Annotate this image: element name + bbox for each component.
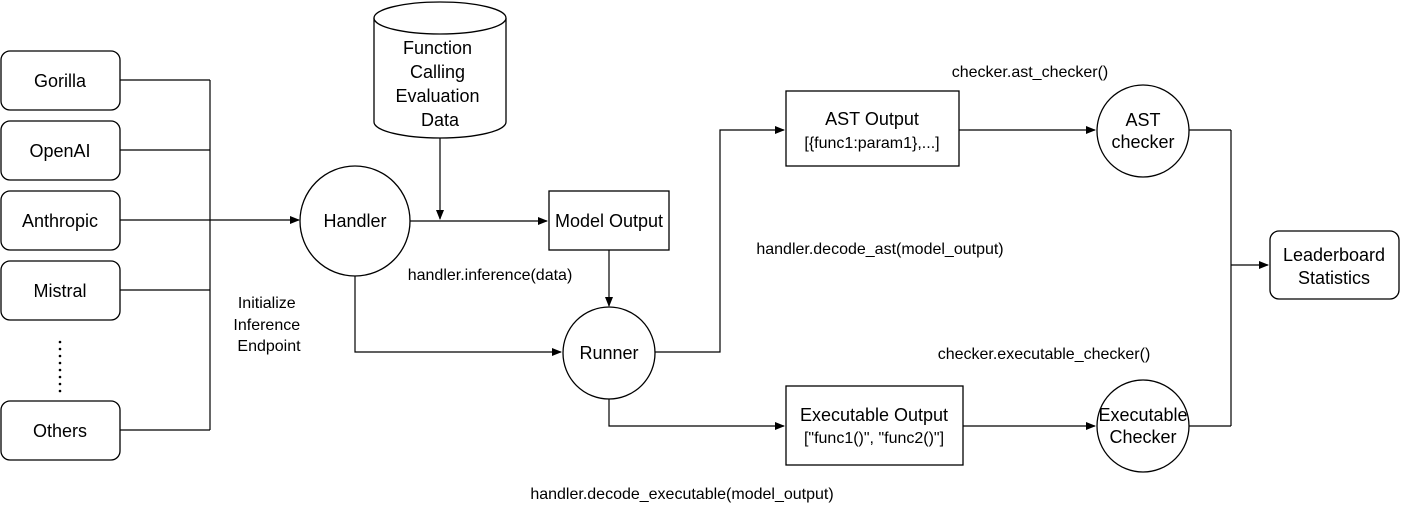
svg-text:Runner: Runner (579, 343, 638, 363)
ast-output-box: AST Output [{func1:param1},...] (785, 90, 960, 167)
svg-text:AST Output: AST Output (825, 109, 919, 129)
leaderboard-box: Leaderboard Statistics (1269, 230, 1400, 300)
executable-checker-fn-label: checker.executable_checker() (938, 346, 1151, 363)
handler-node: Handler (299, 165, 411, 277)
svg-text:Checker: Checker (1109, 427, 1176, 447)
provider-label: Anthropic (22, 211, 98, 231)
ast-checker-fn-label: checker.ast_checker() (952, 64, 1109, 81)
evaluation-data-cylinder: Function Calling Evaluation Data (373, 1, 507, 139)
runner-node: Runner (562, 306, 656, 400)
executable-output-box: Executable Output ["func1()", "func2()"] (785, 385, 964, 466)
database-label: Function Calling Evaluation Data (395, 38, 484, 130)
svg-text:Executable Output: Executable Output (800, 405, 948, 425)
svg-text:Statistics: Statistics (1298, 268, 1370, 288)
decode-ast-label: handler.decode_ast(model_output) (756, 241, 1003, 258)
provider-label: Mistral (34, 281, 87, 301)
svg-text:Model Output: Model Output (555, 211, 663, 231)
model-output-box: Model Output (548, 190, 670, 251)
init-endpoint-label: Initialize Inference Endpoint (233, 295, 304, 355)
svg-text:[{func1:param1},...]: [{func1:param1},...] (804, 135, 939, 152)
provider-gorilla: Gorilla (0, 50, 121, 111)
provider-bus (120, 79, 300, 431)
checker-bus (1189, 129, 1269, 427)
provider-label: Others (33, 421, 87, 441)
decode-executable-label: handler.decode_executable(model_output) (530, 486, 833, 503)
svg-text:Executable: Executable (1098, 405, 1187, 425)
provider-others: Others (0, 400, 121, 461)
svg-text:["func1()", "func2()"]: ["func1()", "func2()"] (804, 430, 944, 447)
inference-label: handler.inference(data) (408, 267, 573, 284)
svg-text:Handler: Handler (323, 211, 386, 231)
provider-ellipsis (58, 340, 62, 393)
provider-label: OpenAI (29, 141, 90, 161)
provider-openai: OpenAI (0, 120, 121, 181)
svg-text:checker: checker (1111, 132, 1174, 152)
executable-checker-node: Executable Checker (1096, 379, 1190, 473)
svg-text:Leaderboard: Leaderboard (1283, 245, 1385, 265)
ast-checker-node: AST checker (1096, 84, 1190, 178)
provider-label: Gorilla (34, 71, 87, 91)
provider-mistral: Mistral (0, 260, 121, 321)
svg-text:AST: AST (1125, 110, 1160, 130)
provider-anthropic: Anthropic (0, 190, 121, 251)
